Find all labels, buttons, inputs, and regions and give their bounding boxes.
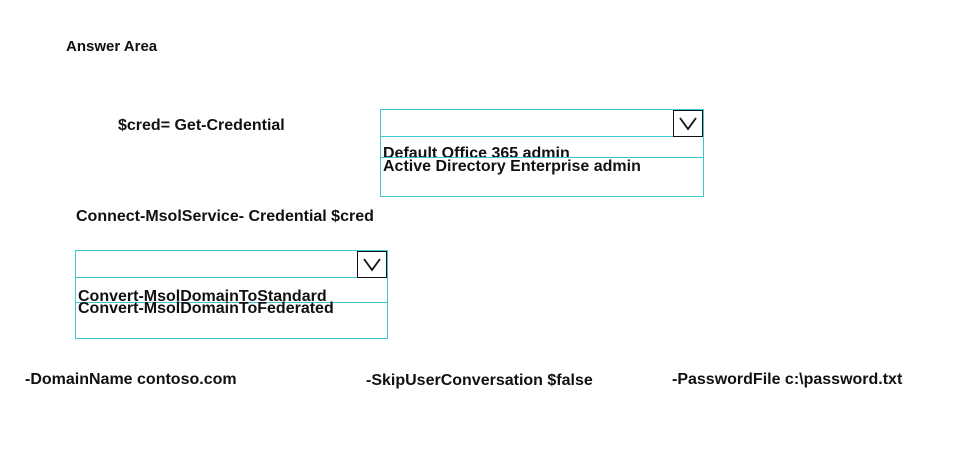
domain-name-parameter: -DomainName contoso.com xyxy=(25,371,237,388)
cred-statement: $cred= Get-Credential xyxy=(118,117,285,134)
answer-area-title: Answer Area xyxy=(66,38,158,55)
option-divider xyxy=(76,302,387,303)
cmdlet-option-to-federated[interactable]: Convert-MsolDomainToFederated xyxy=(78,300,334,317)
cmdlet-select-box[interactable] xyxy=(76,251,387,278)
cmdlet-dropdown[interactable]: Convert-MsolDomainToStandard Convert-Mso… xyxy=(75,250,388,339)
credential-option-ad-enterprise-admin[interactable]: Active Directory Enterprise admin xyxy=(383,158,641,175)
chevron-down-icon[interactable] xyxy=(673,110,703,137)
cmdlet-option-to-standard[interactable]: Convert-MsolDomainToStandard xyxy=(78,288,327,305)
connect-statement: Connect-MsolService- Credential $cred xyxy=(76,208,374,225)
credential-select-box[interactable] xyxy=(381,110,703,137)
credential-dropdown[interactable]: Default Office 365 admin Active Director… xyxy=(380,109,704,197)
chevron-down-icon[interactable] xyxy=(357,251,387,278)
skip-user-conversation-parameter: -SkipUserConversation $false xyxy=(366,372,593,389)
password-file-parameter: -PasswordFile c:\password.txt xyxy=(672,371,903,388)
option-divider xyxy=(381,157,703,158)
